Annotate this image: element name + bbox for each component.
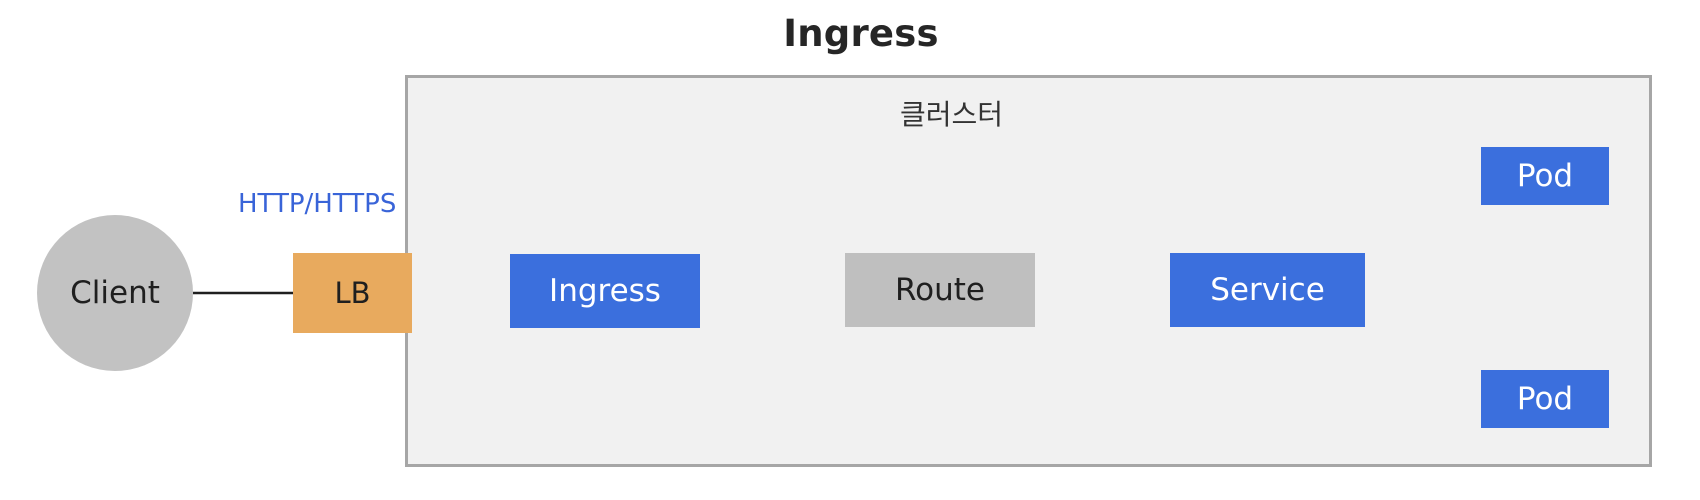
page-title: Ingress <box>0 12 1700 55</box>
node-pod-bottom[interactable]: Pod <box>1481 370 1609 428</box>
node-service[interactable]: Service <box>1170 253 1365 327</box>
edge-label-http-https: HTTP/HTTPS <box>238 189 397 219</box>
node-pod-top-label: Pod <box>1516 157 1574 194</box>
node-lb-label: LB <box>334 275 371 310</box>
node-route[interactable]: Route <box>845 253 1035 327</box>
node-pod-bottom-label: Pod <box>1516 380 1574 417</box>
node-lb[interactable]: LB <box>293 253 412 333</box>
node-service-label: Service <box>1210 271 1325 308</box>
cluster-label: 클러스터 <box>900 98 1004 131</box>
page-title-text: Ingress <box>783 12 939 55</box>
node-client[interactable]: Client <box>37 215 193 371</box>
node-client-label: Client <box>70 274 160 311</box>
node-ingress-label: Ingress <box>549 272 661 309</box>
node-route-label: Route <box>895 271 985 308</box>
node-ingress[interactable]: Ingress <box>510 254 700 328</box>
node-pod-top[interactable]: Pod <box>1481 147 1609 205</box>
